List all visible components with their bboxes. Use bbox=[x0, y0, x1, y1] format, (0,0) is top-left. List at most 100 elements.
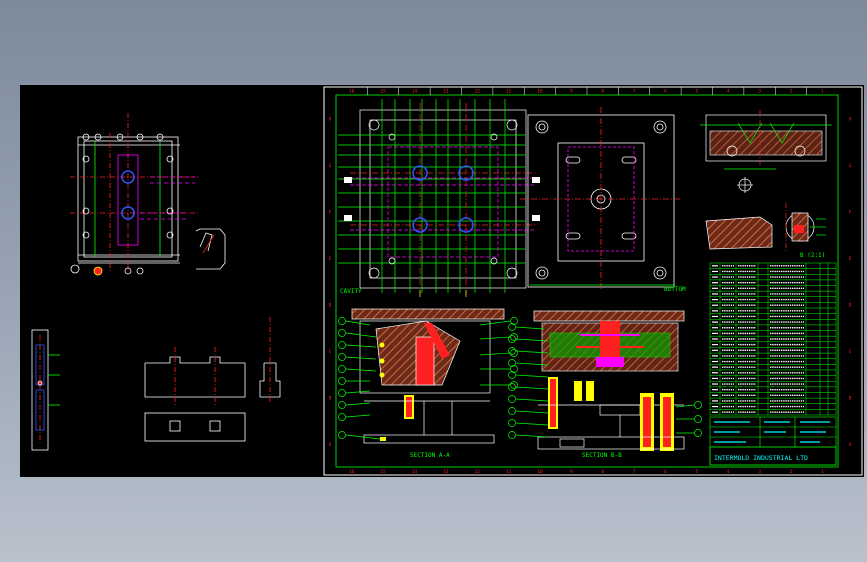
company-name: INTERMOLD INDUSTRIAL LTD bbox=[714, 454, 808, 462]
top-section-detail bbox=[700, 110, 832, 170]
zone-number: 13 bbox=[443, 89, 449, 95]
drawing-sheet: 1616151514141313121211111010998877665544… bbox=[323, 86, 863, 476]
zone-letter: H bbox=[849, 116, 852, 122]
circle-callout-icon bbox=[338, 341, 346, 349]
zone-letter: F bbox=[849, 209, 852, 215]
zone-letter: D bbox=[849, 302, 852, 308]
zone-letter: G bbox=[329, 163, 332, 169]
circle-callout-icon bbox=[694, 429, 702, 437]
zone-number: 2 bbox=[790, 469, 793, 475]
circle-callout-icon bbox=[508, 347, 516, 355]
circle-callout-icon bbox=[338, 317, 346, 325]
zone-number: 11 bbox=[506, 89, 512, 95]
circle-callout-icon bbox=[338, 329, 346, 337]
circle-callout-icon bbox=[508, 359, 516, 367]
zone-letter: G bbox=[849, 163, 852, 169]
cad-drawing: 1616151514141313121211111010998877665544… bbox=[31, 86, 863, 476]
zone-number: 8 bbox=[601, 469, 604, 475]
zone-letter: B bbox=[329, 395, 332, 401]
left-part-views bbox=[31, 113, 281, 451]
circle-callout-icon bbox=[338, 353, 346, 361]
circle-callout-icon bbox=[338, 365, 346, 373]
zone-letters-side: H H G G F F E E D D C C B B A A bbox=[329, 116, 852, 448]
circle-callout-icon bbox=[508, 419, 516, 427]
circle-callout-icon bbox=[694, 401, 702, 409]
zone-letter: B bbox=[849, 395, 852, 401]
zone-number: 9 bbox=[570, 89, 573, 95]
zone-letter: D bbox=[329, 302, 332, 308]
circle-callout-icon bbox=[508, 407, 516, 415]
circle-callout-icon bbox=[510, 333, 518, 341]
slotted-block-view bbox=[144, 317, 281, 442]
zone-number: 10 bbox=[537, 469, 543, 475]
zone-number: 12 bbox=[474, 469, 480, 475]
bracket-detail bbox=[195, 228, 226, 270]
circle-callout-icon bbox=[508, 431, 516, 439]
zone-number: 9 bbox=[570, 469, 573, 475]
sheet-outer-frame bbox=[323, 86, 863, 476]
circle-callout-icon bbox=[338, 431, 346, 439]
circle-callout-icon bbox=[338, 389, 346, 397]
side-strip-view bbox=[31, 329, 60, 451]
zone-number: 10 bbox=[537, 89, 543, 95]
zone-number: 6 bbox=[664, 89, 667, 95]
detail-b-label: B (2:1) bbox=[800, 252, 825, 259]
cavity-view-label: CAVITY bbox=[340, 288, 362, 295]
circle-callout-icon bbox=[510, 381, 518, 389]
zone-number: 7 bbox=[633, 469, 636, 475]
circle-callout-icon bbox=[338, 413, 346, 421]
zone-number: 11 bbox=[506, 469, 512, 475]
cavity-plan-view bbox=[338, 99, 540, 297]
zone-letter: H bbox=[329, 116, 332, 122]
zone-number: 14 bbox=[412, 469, 418, 475]
zone-number: 15 bbox=[380, 469, 386, 475]
zone-number: 16 bbox=[349, 89, 355, 95]
zone-letter: E bbox=[329, 256, 332, 262]
detail-b-view bbox=[705, 203, 826, 253]
zone-number: 2 bbox=[790, 89, 793, 95]
zone-number: 3 bbox=[758, 89, 761, 95]
circle-callout-icon bbox=[508, 335, 516, 343]
section-a-a-view bbox=[338, 308, 518, 444]
zone-number: 7 bbox=[633, 89, 636, 95]
bill-of-materials-table bbox=[709, 262, 837, 416]
zone-number: 14 bbox=[412, 89, 418, 95]
small-round-detail bbox=[737, 177, 753, 193]
zone-number: 6 bbox=[664, 469, 667, 475]
bottom-view-label: BOTTOM bbox=[664, 286, 686, 293]
circle-callout-icon bbox=[510, 317, 518, 325]
circle-callout-icon bbox=[694, 415, 702, 423]
zone-number: 8 bbox=[601, 89, 604, 95]
zone-letter: E bbox=[849, 256, 852, 262]
section-b-label: SECTION B-B bbox=[582, 452, 622, 459]
zone-number: 4 bbox=[727, 89, 730, 95]
circle-callout-icon bbox=[508, 383, 516, 391]
section-a-label: SECTION A-A bbox=[410, 452, 450, 459]
zone-number: 3 bbox=[758, 469, 761, 475]
zone-number: 4 bbox=[727, 469, 730, 475]
circle-callout-icon bbox=[508, 395, 516, 403]
zone-number: 5 bbox=[695, 469, 698, 475]
zone-letter: A bbox=[329, 442, 332, 448]
section-b-b-view bbox=[508, 310, 702, 451]
zone-letter: C bbox=[329, 349, 332, 355]
section-b-balloons bbox=[508, 323, 702, 439]
circle-callout-icon bbox=[338, 377, 346, 385]
circle-callout-icon bbox=[508, 323, 516, 331]
section-a-balloons bbox=[338, 317, 518, 439]
zone-number: 1 bbox=[821, 89, 824, 95]
zone-letter: A bbox=[849, 442, 852, 448]
mold-base-top-view bbox=[70, 113, 200, 276]
circle-callout-icon bbox=[338, 401, 346, 409]
bottom-plan-view bbox=[520, 107, 682, 290]
zone-number: 15 bbox=[380, 89, 386, 95]
title-block bbox=[709, 416, 837, 466]
zone-letter: C bbox=[849, 349, 852, 355]
bom-rows bbox=[710, 263, 836, 415]
circle-callout-icon bbox=[508, 371, 516, 379]
zone-letter: F bbox=[329, 209, 332, 215]
zone-numbers-top: 1616151514141313121211111010998877665544… bbox=[349, 87, 824, 475]
circle-callout-icon bbox=[510, 365, 518, 373]
circle-callout-icon bbox=[510, 349, 518, 357]
